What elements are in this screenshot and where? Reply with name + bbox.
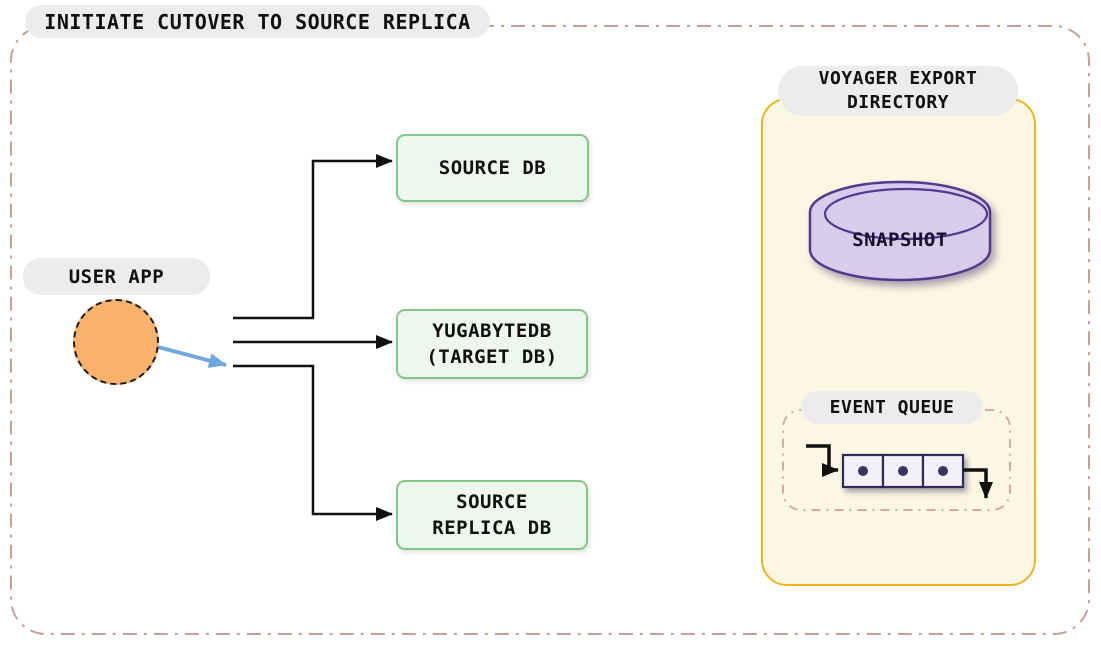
- voyager-label-line2: DIRECTORY: [846, 92, 950, 113]
- event-queue-label: EVENT QUEUE: [801, 391, 983, 424]
- snapshot-label-text: SNAPSHOT: [852, 229, 948, 251]
- node-yugabytedb-target: YUGABYTEDB (TARGET DB): [396, 309, 588, 379]
- arrow-user-to-source-db: [233, 154, 393, 320]
- node-source-replica-label-line1: SOURCE: [456, 491, 528, 513]
- arrow-user-to-source-replica-db: [233, 364, 393, 521]
- node-source-db-label: SOURCE DB: [438, 157, 547, 179]
- arrow-out-of-event-queue: [963, 468, 993, 499]
- voyager-export-directory-label: VOYAGER EXPORT DIRECTORY: [778, 66, 1018, 116]
- user-app-label: USER APP: [23, 258, 210, 295]
- voyager-label-line1: VOYAGER EXPORT: [818, 68, 978, 89]
- event-queue-label-text: EVENT QUEUE: [829, 397, 955, 418]
- node-yugabytedb-label-line2: (TARGET DB): [426, 346, 558, 368]
- arrow-user-app-blue: [157, 345, 227, 368]
- node-source-db: SOURCE DB: [396, 134, 589, 202]
- node-source-replica-db: SOURCE REPLICA DB: [396, 480, 588, 550]
- user-app-label-text: USER APP: [68, 265, 165, 288]
- snapshot-database-cylinder-icon: [808, 180, 992, 282]
- arrow-into-event-queue: [806, 444, 839, 477]
- diagram-title-text: INITIATE CUTOVER TO SOURCE REPLICA: [44, 9, 471, 34]
- event-queue-cells-icon: [841, 453, 965, 489]
- outer-dashed-frame: [10, 25, 1090, 635]
- diagram-title: INITIATE CUTOVER TO SOURCE REPLICA: [25, 5, 490, 38]
- voyager-export-directory-panel: [761, 98, 1036, 586]
- snapshot-label: SNAPSHOT: [820, 229, 980, 251]
- node-yugabytedb-label-line1: YUGABYTEDB: [432, 320, 552, 342]
- user-app-circle-icon: [73, 299, 159, 385]
- node-source-replica-label-line2: REPLICA DB: [432, 517, 552, 539]
